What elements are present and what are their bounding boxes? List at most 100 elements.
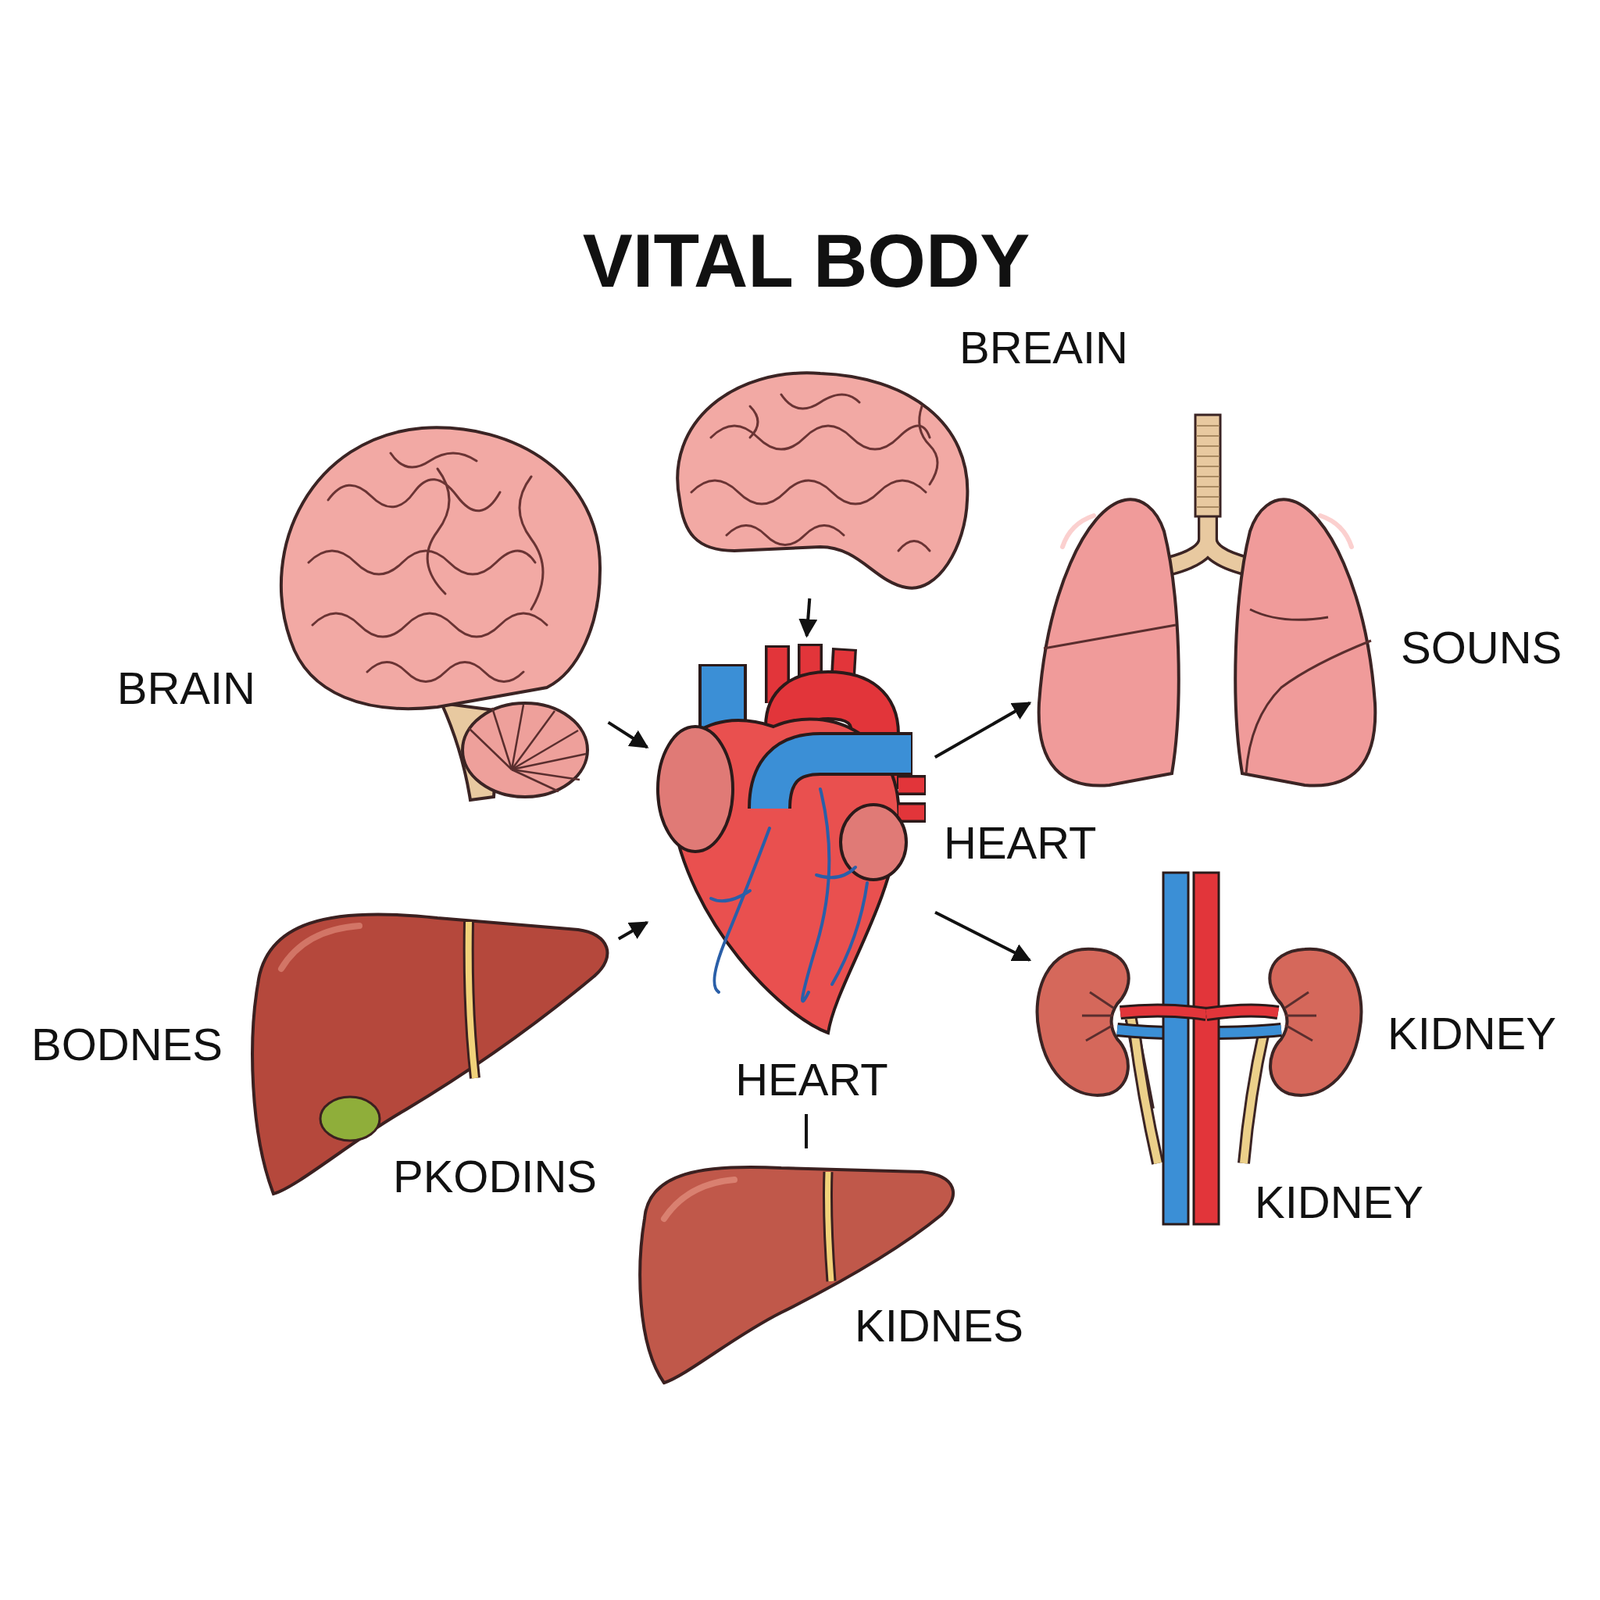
top-brain-drawing-part-part (781, 394, 860, 409)
diagram-title: VITAL BODY (582, 223, 1030, 299)
heart-node: HEART (653, 642, 929, 1036)
organ-label: BREAIN (959, 325, 1129, 371)
heart-drawing-part (710, 789, 868, 1001)
heart-drawing-part (840, 804, 907, 880)
side-brain-drawing-part-part (511, 704, 524, 770)
lungs-drawing-part (1196, 425, 1220, 508)
kidneys-drawing-part (1120, 1010, 1207, 1015)
lungs-drawing-part-part (1043, 625, 1176, 649)
lungs-drawing (1039, 414, 1376, 786)
lungs-drawing-part-part (1196, 496, 1220, 498)
lungs-drawing-part-part (1196, 465, 1220, 468)
side-brain-drawing-part (308, 453, 547, 683)
side-brain-drawing-part-part (511, 730, 579, 770)
heart-drawing-part (769, 753, 911, 809)
liver-node: HEARTKIDNES (632, 1163, 960, 1383)
organ-label: BODNES (31, 1021, 223, 1068)
side-brain-drawing-part-part (492, 707, 512, 770)
kidneys-drawing-part (1206, 1010, 1279, 1015)
side-brain-drawing-part-part (312, 613, 547, 637)
organ-label: KIDNEY (1387, 1010, 1557, 1057)
liver-drawing-part (468, 921, 475, 1079)
kidneys-drawing (1037, 872, 1362, 1225)
heart-drawing-part-part (816, 867, 856, 878)
lungs-drawing-part-part (1250, 609, 1329, 620)
kidneys-drawing-part (1134, 1031, 1158, 1164)
heart-drawing (657, 643, 926, 1033)
heart-drawing-part-part (832, 882, 868, 985)
side-brain-drawing-part-part (511, 710, 555, 770)
liver-drawing-part (281, 925, 360, 969)
side-brain-drawing-part (468, 704, 586, 792)
top-brain-drawing-part-part (919, 406, 938, 485)
heart-drawing-part (898, 775, 926, 796)
lungs-drawing-part-part (1196, 455, 1220, 458)
lungs-drawing-part (1043, 609, 1372, 774)
kidneys-drawing-part (1243, 1031, 1265, 1164)
liver-drawing-part (252, 914, 608, 1194)
lungs-drawing-part-part (1196, 475, 1220, 478)
lungs-drawing-part-part (1196, 435, 1220, 437)
lower-liver-drawing-part (828, 1171, 833, 1282)
organ-label: KIDNES (854, 1303, 1024, 1349)
flow-arrow (935, 912, 1030, 961)
lungs-drawing-part-part (1196, 506, 1220, 508)
heart-drawing-part-part (802, 789, 829, 1001)
top-brain-drawing-part (691, 394, 938, 551)
flow-arrow (935, 703, 1030, 758)
heart-drawing-part (898, 805, 925, 821)
lungs-drawing-part-part (1196, 425, 1220, 427)
kidneys-drawing-part (1269, 949, 1361, 1096)
organ-label: KIDNEY (1254, 1179, 1424, 1225)
organ-label: HEART (943, 820, 1097, 866)
kidneys-drawing-part (1163, 872, 1189, 1225)
lungs-drawing-part-part (1196, 485, 1220, 488)
side-brain-drawing-part (281, 427, 600, 709)
top-brain-drawing-part-part (726, 525, 844, 546)
side-brain-drawing-part (462, 703, 588, 797)
flow-arrow (807, 598, 811, 636)
lungs-drawing-part (1195, 414, 1221, 517)
side-brain-drawing-part-part (427, 468, 450, 594)
lungs-drawing-part (1320, 515, 1352, 547)
top-brain-drawing-part-part (898, 541, 930, 552)
kidneys-drawing-part (1037, 949, 1129, 1096)
side-brain-drawing-part-part (367, 662, 524, 683)
top-brain-drawing-part-part (750, 406, 758, 438)
lower-liver-drawing-part (828, 1171, 833, 1282)
heart-drawing-part (769, 753, 913, 809)
flow-arrow (618, 922, 647, 940)
kidneys-drawing-part (1193, 872, 1219, 1225)
lungs-drawing-part (1039, 499, 1179, 786)
lungs-drawing-part (1235, 499, 1375, 786)
kidneys-drawing-part (1120, 1010, 1207, 1015)
kidneys-drawing-part-part (1082, 992, 1114, 1041)
organ-label: SOUNS (1400, 625, 1562, 671)
heart-drawing-part (898, 802, 926, 823)
heart-drawing-part-part (714, 828, 770, 993)
lower-liver-drawing-part (664, 1179, 735, 1219)
side-brain-drawing (281, 427, 600, 800)
brain-node: BREAIN (667, 367, 970, 592)
organ-label: BRAIN (117, 665, 256, 711)
organ-label: HEART (735, 1057, 889, 1103)
kidneys-node: KIDNEYKIDNEY (1035, 867, 1362, 1225)
liver-drawing-part (320, 1096, 380, 1141)
lower-liver-drawing-part (639, 1167, 954, 1383)
leader-line (804, 1114, 808, 1149)
side-brain-drawing-part-part (511, 769, 559, 792)
top-brain-drawing (677, 372, 968, 588)
heart-drawing-part (657, 726, 733, 852)
lungs-node: SOUNS (1035, 413, 1378, 791)
side-brain-drawing-part-part (308, 550, 536, 575)
heart-drawing-part-part (710, 890, 750, 901)
kidneys-drawing-part (1243, 1031, 1265, 1164)
lungs-drawing-part (1062, 515, 1094, 547)
brain-node: BRAIN (270, 423, 603, 801)
organ-label: PKODINS (392, 1153, 597, 1200)
side-brain-drawing-part-part (511, 753, 586, 770)
top-brain-drawing-part-part (710, 425, 930, 450)
side-brain-drawing-part-part (390, 453, 477, 468)
